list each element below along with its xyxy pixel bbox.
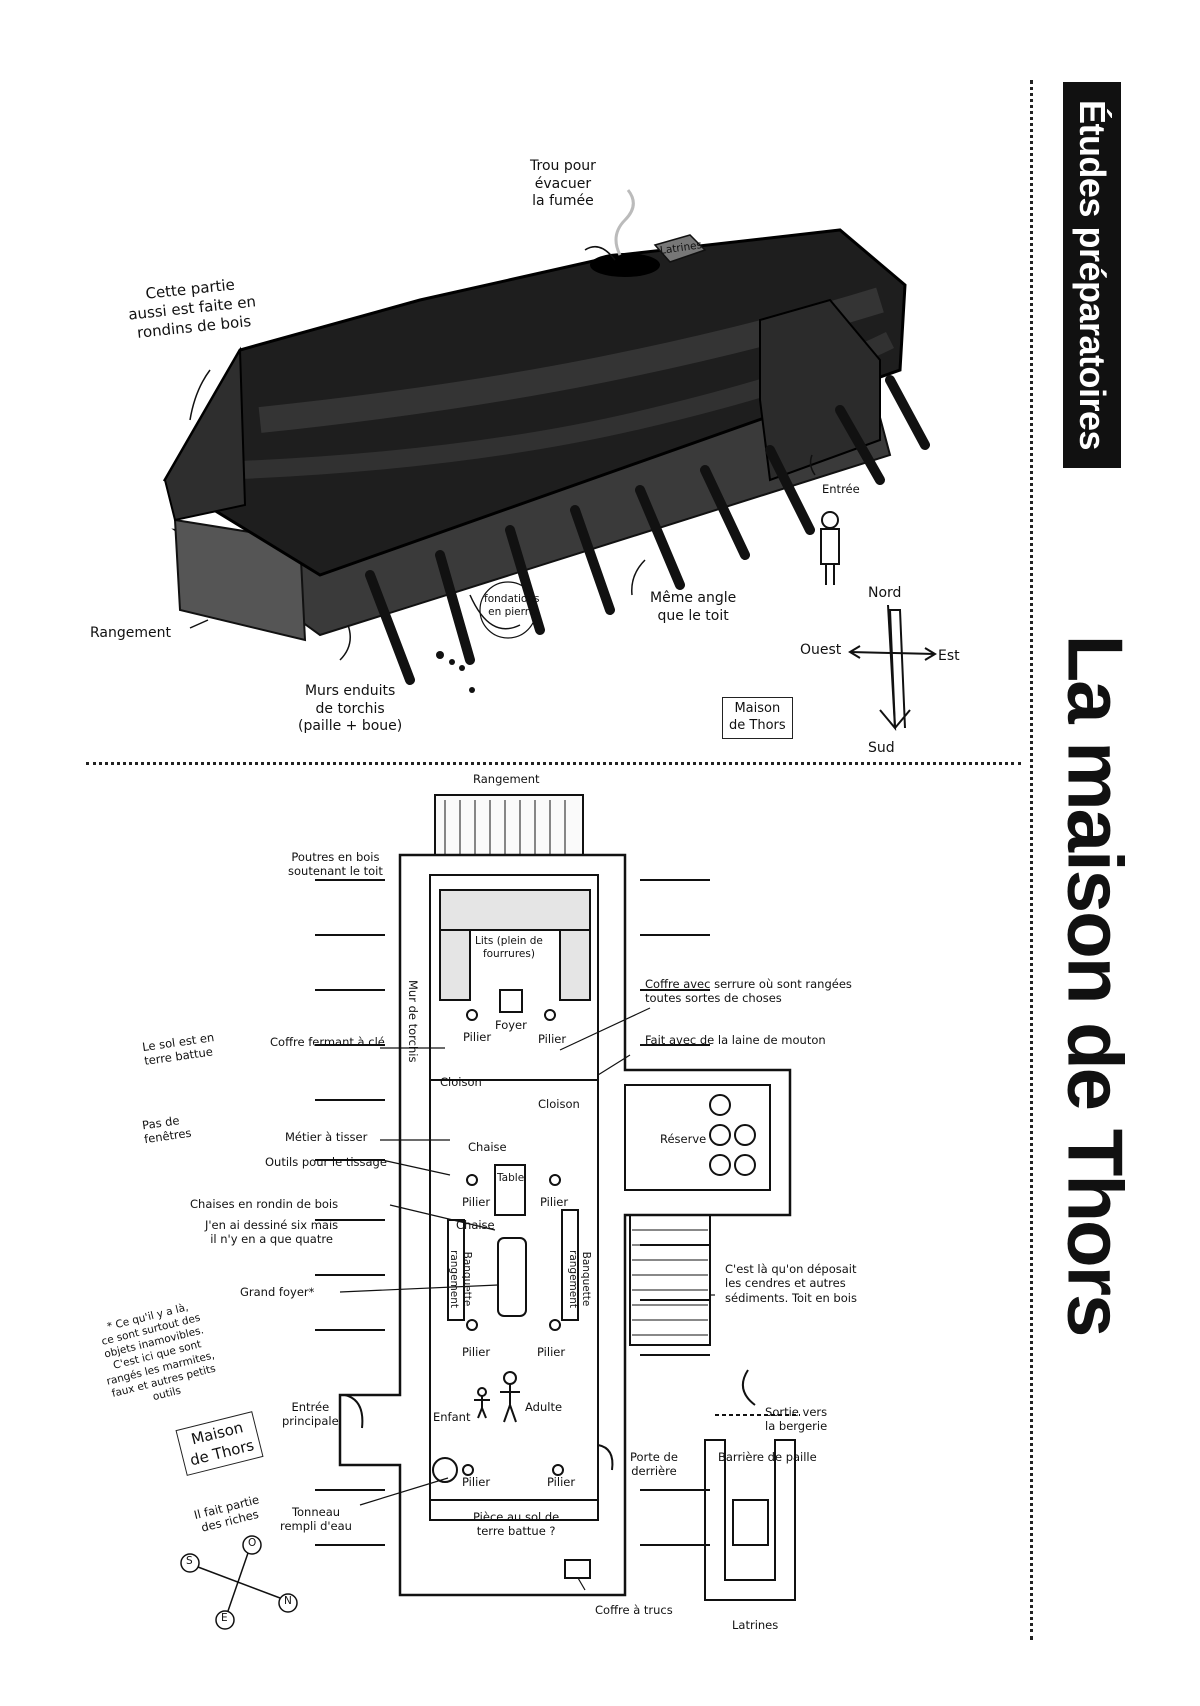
partition-label-1: Cloison (440, 1075, 482, 1089)
mini-compass-s: S (186, 1555, 193, 1567)
weaving-tools-label: Outils pour le tissage (265, 1155, 387, 1169)
page-title: La maison de Thors (1055, 490, 1135, 1480)
reserve-label: Réserve (660, 1132, 707, 1146)
section-tag: Études préparatoires (1063, 82, 1121, 468)
chair-label-2: Chaise (456, 1218, 495, 1232)
storage-label-exterior: Rangement (90, 625, 171, 641)
pillar-label-2: Pilier (538, 1032, 567, 1046)
big-hearth-label: Grand foyer* (240, 1285, 315, 1299)
pillar-label-6: Pilier (537, 1345, 566, 1359)
horizontal-dotted-divider (86, 762, 1021, 765)
pillar-label-7: Pilier (462, 1475, 491, 1489)
pillar-label-3: Pilier (462, 1195, 491, 1209)
log-chairs-label: Chaises en rondin de bois (190, 1197, 339, 1211)
key-chest-label: Coffre fermant à clé (270, 1035, 385, 1049)
partition-label-2: Cloison (538, 1097, 580, 1111)
pillar-label-4: Pilier (540, 1195, 569, 1209)
longhouse-exterior-drawing (162, 189, 937, 731)
compass-west: Ouest (800, 642, 842, 658)
compass-north: Nord (868, 585, 902, 601)
vertical-dotted-divider (1030, 80, 1033, 1640)
pillar-label-5: Pilier (462, 1345, 491, 1359)
section-tag-text: Études préparatoires (1072, 99, 1113, 451)
child-label: Enfant (433, 1410, 471, 1424)
cob-wall-label: Mur de torchis (406, 980, 420, 1063)
entrance-label-exterior: Entrée (822, 482, 860, 496)
mini-compass-o: O (248, 1537, 257, 1549)
compass-east: Est (938, 648, 960, 664)
junk-chest-label: Coffre à trucs (595, 1603, 673, 1617)
pillar-label-1: Pilier (463, 1030, 492, 1044)
top-storage-label: Rangement (473, 772, 540, 786)
compass-south: Sud (868, 740, 895, 756)
latrines-label-plan: Latrines (732, 1618, 779, 1632)
loom-label: Métier à tisser (285, 1130, 368, 1144)
mini-compass-n: N (284, 1595, 292, 1607)
wool-label: Fait avec de la laine de mouton (645, 1033, 826, 1047)
mini-compass-e: E (221, 1612, 228, 1624)
floor-plan-drawing (180, 794, 800, 1630)
pillar-label-8: Pilier (547, 1475, 576, 1489)
table-label: Table (497, 1172, 525, 1184)
adult-label: Adulte (525, 1400, 563, 1414)
straw-barrier-label: Barrière de paille (718, 1450, 817, 1464)
page-title-text: La maison de Thors (1055, 634, 1135, 1336)
hearth-label: Foyer (495, 1018, 527, 1032)
section-tag-background (1063, 82, 1121, 468)
chair-label-1: Chaise (468, 1140, 507, 1154)
